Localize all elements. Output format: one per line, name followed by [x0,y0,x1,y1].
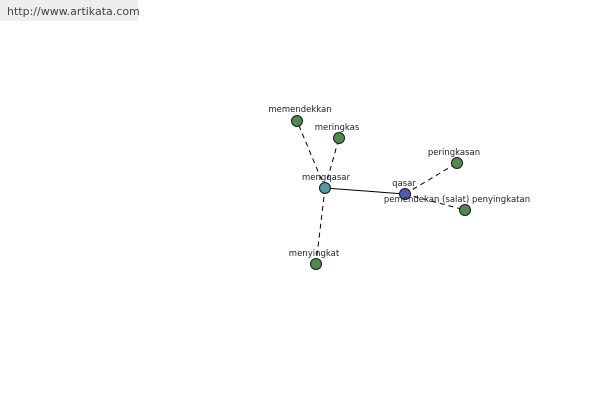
node-mengqasar[interactable] [319,182,331,194]
edge-qasar-pemendekan [404,193,466,211]
node-label-meringkas: meringkas [315,123,360,133]
graph-edges [296,120,466,265]
node-pemendekan[interactable] [459,204,471,216]
edge-mengqasar-menyingkat [315,187,326,265]
node-label-pemendekan: pemendekan (salat) penyingkatan [384,195,530,205]
url-watermark-text: http://www.artikata.com [7,5,140,18]
node-meringkas[interactable] [333,132,345,144]
node-label-qasar: qasar [392,179,416,189]
edge-qasar-peringkasan [404,162,458,195]
node-memendekkan[interactable] [291,115,303,127]
node-qasar[interactable] [399,188,411,200]
node-label-menyingkat: menyingkat [289,249,340,259]
node-menyingkat[interactable] [310,258,322,270]
node-label-memendekkan: memendekkan [268,105,331,115]
edge-mengqasar-memendekkan [296,120,326,189]
graph-nodes [291,115,471,270]
node-label-peringkasan: peringkasan [428,148,480,158]
node-peringkasan[interactable] [451,157,463,169]
url-watermark-bar: http://www.artikata.com [0,0,140,21]
node-label-mengqasar: mengqasar [302,173,351,183]
graph-labels: qasar mengqasar memendekkan meringkas menyin… [268,105,530,259]
edge-qasar-mengqasar [324,187,406,195]
